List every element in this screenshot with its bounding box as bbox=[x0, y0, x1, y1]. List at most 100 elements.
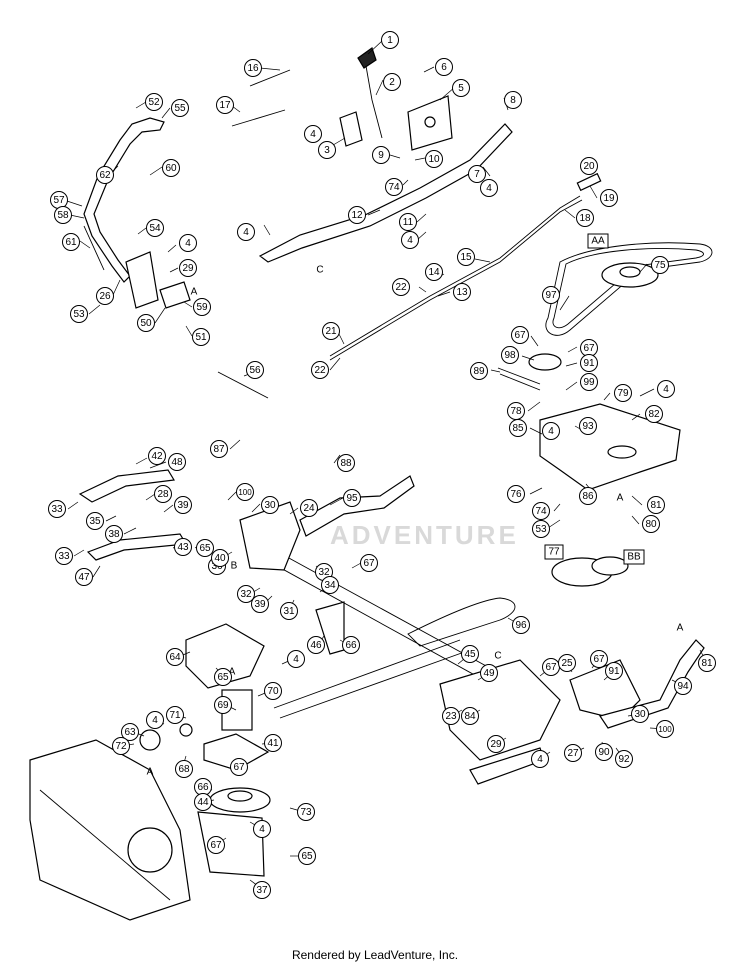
right-bracket bbox=[439, 639, 705, 785]
callout-number: 52 bbox=[148, 97, 160, 108]
callout-4: 4 bbox=[304, 125, 322, 143]
svg-text:AA: AA bbox=[591, 236, 605, 247]
callout-number: 92 bbox=[618, 754, 630, 765]
callout-number: 46 bbox=[310, 640, 322, 651]
callout-53: 53 bbox=[70, 305, 88, 323]
callout-91: 91 bbox=[605, 662, 623, 680]
callout-number: 58 bbox=[57, 210, 69, 221]
callout-number: 67 bbox=[545, 662, 557, 673]
callout-4: 4 bbox=[531, 750, 549, 768]
callout-number: 96 bbox=[515, 620, 527, 631]
callout-number: 86 bbox=[582, 491, 594, 502]
callout-number: 10 bbox=[428, 154, 440, 165]
callout-number: 69 bbox=[217, 700, 229, 711]
callout-88: 88 bbox=[337, 454, 355, 472]
callout-48: 48 bbox=[168, 453, 186, 471]
callout-29: 29 bbox=[487, 735, 505, 753]
callout-number: 4 bbox=[548, 426, 554, 437]
callout-67: 67 bbox=[580, 339, 598, 357]
callout-number: 65 bbox=[301, 851, 313, 862]
callout-51: 51 bbox=[192, 328, 210, 346]
callout-number: 65 bbox=[217, 672, 229, 683]
letter-label-3: A bbox=[617, 493, 624, 504]
callout-99: 99 bbox=[580, 373, 598, 391]
auger-housing bbox=[29, 739, 191, 921]
callout-number: 74 bbox=[535, 506, 547, 517]
callout-number: 40 bbox=[214, 553, 226, 564]
callout-68: 68 bbox=[175, 760, 193, 778]
callout-18: 18 bbox=[576, 209, 594, 227]
callout-4: 4 bbox=[480, 179, 498, 197]
callout-16: 16 bbox=[244, 59, 262, 77]
callout-89: 89 bbox=[470, 362, 488, 380]
callout-67: 67 bbox=[230, 758, 248, 776]
callout-45: 45 bbox=[461, 645, 479, 663]
callout-number: 22 bbox=[314, 365, 326, 376]
callout-number: 51 bbox=[195, 332, 207, 343]
callout-14: 14 bbox=[425, 263, 443, 281]
callout-number: 4 bbox=[537, 754, 543, 765]
callout-49: 49 bbox=[480, 664, 498, 682]
callout-4: 4 bbox=[287, 650, 305, 668]
callout-number: 94 bbox=[677, 681, 689, 692]
callout-58: 58 bbox=[54, 206, 72, 224]
callout-4: 4 bbox=[542, 422, 560, 440]
callout-number: 37 bbox=[256, 885, 268, 896]
callout-32: 32 bbox=[237, 585, 255, 603]
callout-number: 4 bbox=[293, 654, 299, 665]
callout-97: 97 bbox=[542, 286, 560, 304]
letter-label-5: A bbox=[229, 667, 236, 678]
callout-number: 91 bbox=[583, 358, 595, 369]
callout-35: 35 bbox=[86, 512, 104, 530]
callout-number: 4 bbox=[185, 238, 191, 249]
callout-number: 4 bbox=[663, 384, 669, 395]
callout-43: 43 bbox=[174, 538, 192, 556]
callout-number: 26 bbox=[99, 291, 111, 302]
callout-59: 59 bbox=[193, 298, 211, 316]
callout-number: 4 bbox=[407, 235, 413, 246]
callout-71: 71 bbox=[166, 706, 184, 724]
svg-text:BB: BB bbox=[627, 552, 641, 563]
callout-number: 61 bbox=[65, 237, 77, 248]
callout-30: 30 bbox=[261, 496, 279, 514]
callout-number: 34 bbox=[324, 580, 336, 591]
callout-number: 44 bbox=[197, 797, 209, 808]
callout-34: 34 bbox=[321, 576, 339, 594]
callout-number: 4 bbox=[259, 824, 265, 835]
callout-number: 91 bbox=[608, 666, 620, 677]
callout-76: 76 bbox=[507, 485, 525, 503]
shift-rod bbox=[329, 172, 602, 361]
auger-gearbox bbox=[139, 623, 271, 877]
callout-84: 84 bbox=[461, 707, 479, 725]
callout-number: 67 bbox=[233, 762, 245, 773]
callout-number: 78 bbox=[510, 406, 522, 417]
callout-2: 2 bbox=[383, 73, 401, 91]
callout-number: 8 bbox=[510, 95, 516, 106]
idler-bracket bbox=[497, 353, 681, 587]
shift-lever-assembly bbox=[258, 47, 513, 263]
callout-6: 6 bbox=[435, 58, 453, 76]
callout-67: 67 bbox=[511, 326, 529, 344]
callout-26: 26 bbox=[96, 287, 114, 305]
callout-56: 56 bbox=[246, 361, 264, 379]
callout-67: 67 bbox=[207, 836, 225, 854]
callout-number: 11 bbox=[403, 217, 414, 228]
callout-number: 85 bbox=[512, 423, 524, 434]
callout-number: 45 bbox=[464, 649, 476, 660]
callout-70: 70 bbox=[264, 682, 282, 700]
callout-81: 81 bbox=[647, 496, 665, 514]
callout-number: 2 bbox=[389, 77, 395, 88]
letter-label-4: C bbox=[494, 651, 501, 662]
callout-98: 98 bbox=[501, 346, 519, 364]
callout-number: 87 bbox=[213, 444, 225, 455]
callout-37: 37 bbox=[253, 881, 271, 899]
callout-72: 72 bbox=[112, 737, 130, 755]
callout-number: 99 bbox=[583, 377, 595, 388]
callout-93: 93 bbox=[579, 417, 597, 435]
drive-belt-aa bbox=[545, 242, 713, 336]
callout-62: 62 bbox=[96, 166, 114, 184]
callout-20: 20 bbox=[580, 157, 598, 175]
callout-46: 46 bbox=[307, 636, 325, 654]
callout-number: 19 bbox=[603, 193, 615, 204]
callout-12: 12 bbox=[348, 206, 366, 224]
